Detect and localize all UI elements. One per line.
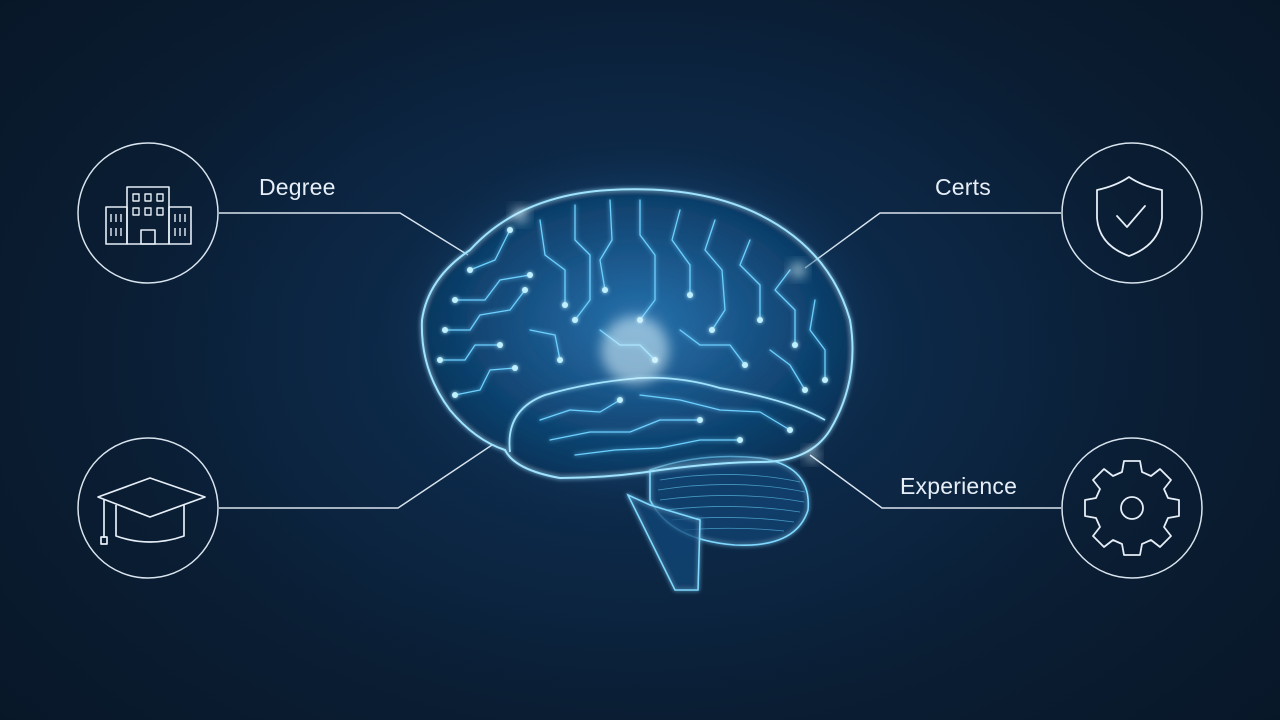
brain-glow-spot-left: [513, 208, 527, 222]
circuit-brain-icon: [380, 140, 900, 591]
brain-core-glow: [601, 316, 669, 384]
brain-stem: [626, 493, 701, 591]
brain-glow-spot-bottom: [806, 449, 818, 461]
shield-check-icon: [1096, 176, 1163, 257]
node-circle-certs: [1061, 142, 1203, 284]
node-label-degree: Degree: [259, 174, 336, 200]
node-circle-degree: [77, 142, 219, 284]
node-circles: [77, 142, 1203, 579]
node-circle-experience: [1061, 437, 1203, 579]
node-circle-education: [77, 437, 219, 579]
graduation-cap-icon: [97, 477, 206, 545]
node-label-certs: Certs: [935, 174, 991, 200]
brain-glow-spot-right: [791, 263, 805, 277]
connector-experience: [809, 454, 1061, 509]
building-icon: [105, 186, 192, 245]
node-label-experience: Experience: [900, 473, 1018, 499]
gear-icon: [1084, 460, 1180, 556]
